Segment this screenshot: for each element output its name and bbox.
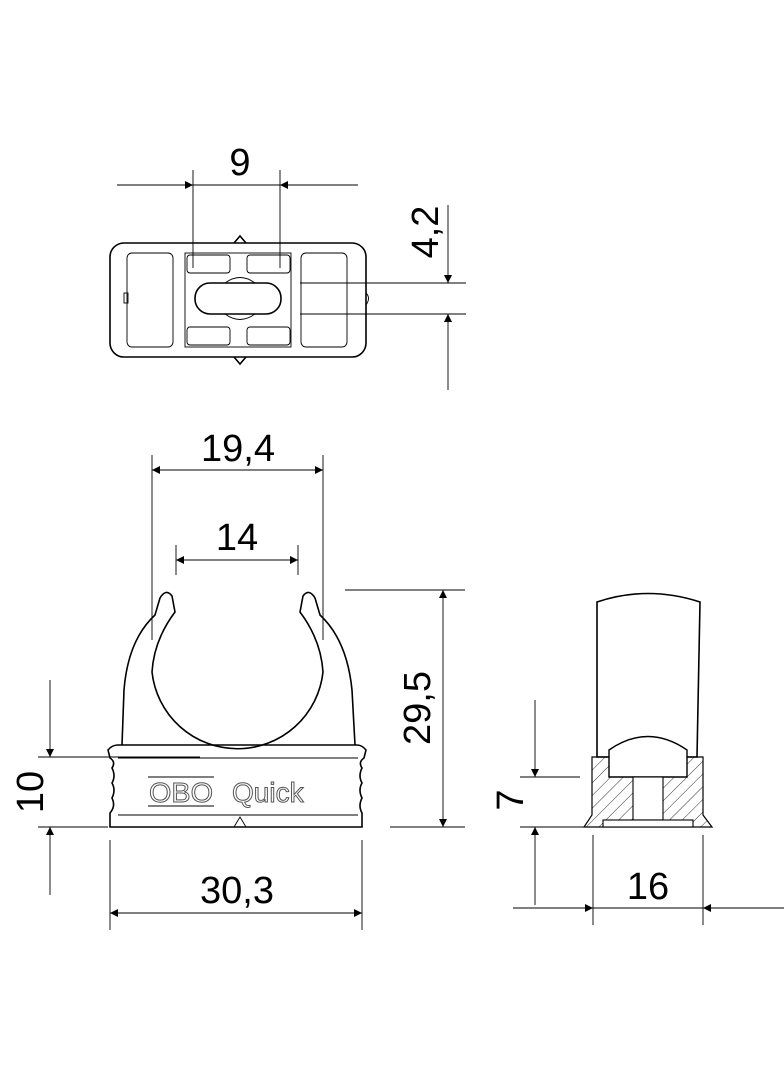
- dimension-front-height: 29,5: [345, 589, 465, 828]
- dimension-top-width: 9: [117, 142, 358, 268]
- dimension-front-outer-width: 19,4: [151, 428, 324, 640]
- dimension-side-width: 16: [513, 835, 784, 925]
- dim-label-16: 16: [627, 866, 669, 908]
- logo-brand: OBO: [149, 777, 213, 808]
- dim-label-9: 9: [229, 142, 250, 184]
- front-view: OBO Quick: [107, 591, 367, 828]
- dimension-front-base-width: 30,3: [109, 840, 363, 930]
- dim-label-7: 7: [490, 789, 532, 810]
- dimension-top-slot: 4,2: [300, 205, 466, 390]
- dim-label-29-5: 29,5: [397, 671, 439, 745]
- top-view: [109, 234, 369, 366]
- logo-product: Quick: [232, 777, 305, 808]
- dim-label-30-3: 30,3: [200, 870, 274, 912]
- dim-label-10: 10: [10, 771, 52, 813]
- dim-label-19-4: 19,4: [201, 428, 275, 470]
- dim-label-14: 14: [216, 517, 258, 559]
- dimension-front-base-height: 10: [10, 680, 200, 895]
- dimension-front-inner-width: 14: [175, 517, 299, 575]
- dim-label-4-2: 4,2: [405, 206, 447, 259]
- dimension-side-base-height: 7: [490, 700, 590, 905]
- side-view: [582, 592, 714, 828]
